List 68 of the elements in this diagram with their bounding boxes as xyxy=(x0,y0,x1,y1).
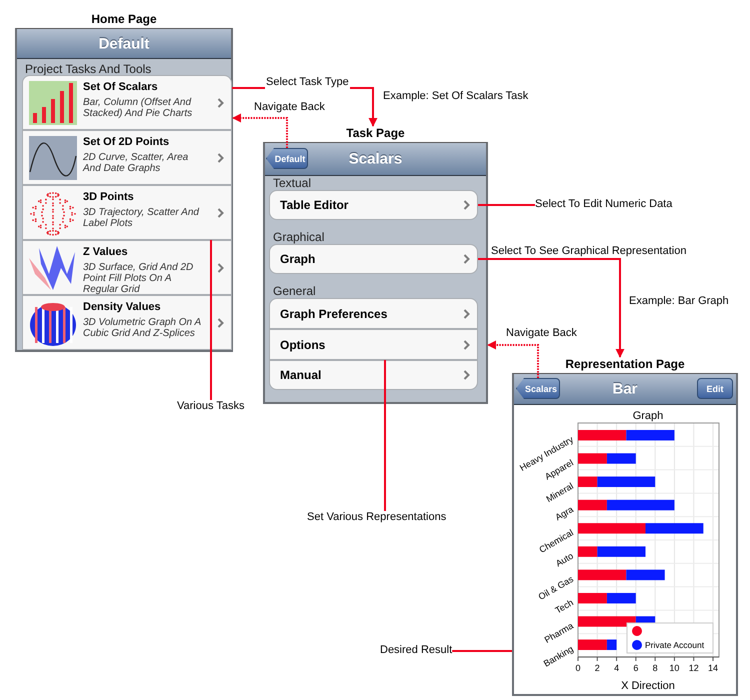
arrow xyxy=(232,114,288,148)
edge-label: Select Task Type xyxy=(265,76,350,89)
leader-line xyxy=(384,360,386,511)
row-title: Density Values xyxy=(83,301,161,313)
list-row xyxy=(22,185,232,240)
list-row xyxy=(269,244,478,274)
list-row xyxy=(269,298,478,329)
leader-line xyxy=(210,240,212,400)
section-header: Textual xyxy=(273,176,312,190)
leader-line xyxy=(452,650,512,652)
row-title: Table Editor xyxy=(280,198,348,212)
row-title: Set Of 2D Points xyxy=(83,136,170,148)
axis-label: Auto xyxy=(554,550,575,569)
row-title: Manual xyxy=(280,368,322,382)
page-title: Home Page xyxy=(91,12,157,26)
annotation-text: Example: Set Of Scalars Task xyxy=(383,90,528,103)
page-title: Task Page xyxy=(346,126,405,140)
callout-text: Set Various Representations xyxy=(307,511,446,524)
row-title: Set Of Scalars xyxy=(83,81,158,93)
row-title: Graph xyxy=(280,252,316,266)
tick-label: 8 xyxy=(652,663,658,673)
row-description: 3D Volumetric Graph On A Cubic Grid And Z-Splices xyxy=(83,317,202,339)
arrow xyxy=(487,340,539,378)
axis-title: X Direction xyxy=(621,680,675,692)
arrow xyxy=(478,258,624,358)
back-button: Scalars xyxy=(516,378,560,399)
section-header: Project Tasks And Tools xyxy=(25,62,152,76)
edge-label: Navigate Back xyxy=(253,101,326,114)
annotation-text: Example: Bar Graph xyxy=(629,295,729,308)
row-title: 3D Points xyxy=(83,191,134,203)
page-title: Representation Page xyxy=(565,357,685,371)
list-row xyxy=(22,295,232,350)
leader-line xyxy=(478,204,535,206)
row-description: Bar, Column (Offset And Stacked) And Pie Charts xyxy=(83,97,194,119)
chart-title: Graph xyxy=(632,410,664,422)
edge-label: Select To See Graphical Representation xyxy=(490,245,688,258)
tick-label: 10 xyxy=(669,663,680,673)
callout-text: Desired Result xyxy=(380,644,452,657)
callout-text: Select To Edit Numeric Data xyxy=(535,198,672,211)
row-description: 2D Curve, Scatter, Area And Date Graphs xyxy=(83,152,190,174)
tick-label: 2 xyxy=(594,663,600,673)
row-title: Options xyxy=(280,338,326,352)
screen-title: Scalars xyxy=(348,150,402,168)
section-header: Graphical xyxy=(273,230,324,244)
tick-label: 0 xyxy=(576,663,580,673)
row-description: 3D Surface, Grid And 2D Point Fill Plots On A Regular Grid xyxy=(83,262,194,295)
edge-label: Navigate Back xyxy=(505,327,578,340)
screen-title: Bar xyxy=(612,380,638,398)
back-button: Default xyxy=(266,148,308,169)
list-row xyxy=(22,240,232,295)
section-header: General xyxy=(273,284,316,298)
list-row xyxy=(269,190,478,220)
tick-label: 12 xyxy=(688,663,699,673)
tick-label: 6 xyxy=(633,663,638,673)
tick-label: 4 xyxy=(614,663,620,673)
row-description: 3D Trajectory, Scatter And Label Plots xyxy=(83,207,200,229)
tick-label: 14 xyxy=(708,663,718,673)
list-row xyxy=(269,360,478,390)
list-row xyxy=(269,329,478,360)
list-row xyxy=(22,130,232,185)
row-title: Graph Preferences xyxy=(280,306,388,320)
legend-label: Private Account xyxy=(645,640,704,650)
screen-title: Default xyxy=(98,35,150,52)
row-title: Z Values xyxy=(83,246,128,258)
edit-button: Edit xyxy=(697,378,733,399)
axis-label: Agra xyxy=(554,504,575,522)
callout-text: Various Tasks xyxy=(177,400,244,413)
list-row xyxy=(22,75,232,130)
